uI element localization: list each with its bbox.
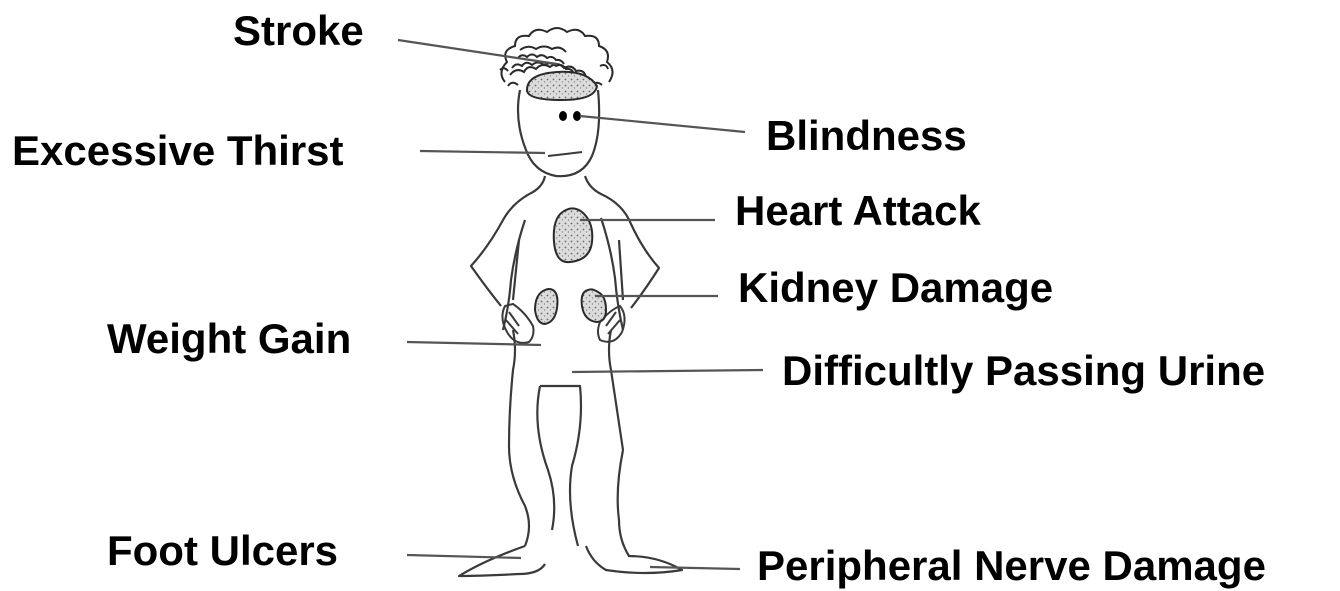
label-blindness: Blindness [766,115,967,157]
leader-stroke [398,40,557,64]
left-eye [559,111,567,121]
head [518,90,599,176]
label-weight-gain: Weight Gain [107,318,351,360]
leader-lines [398,40,763,569]
heart-organ [554,208,593,262]
label-peripheral-nerve-damage: Peripheral Nerve Damage [757,545,1266,587]
leader-blindness [580,116,745,132]
right-kidney [582,289,606,322]
label-foot-ulcers: Foot Ulcers [107,530,338,572]
brain [527,72,597,100]
label-kidney-damage: Kidney Damage [738,267,1053,309]
label-difficulty-passing-urine: Difficultly Passing Urine [782,350,1265,392]
right-eye [573,111,581,121]
label-stroke: Stroke [233,10,364,52]
left-kidney [535,289,558,324]
leader-foot-ulcers [407,555,521,558]
leader-nerve-damage [650,567,740,569]
label-excessive-thirst: Excessive Thirst [12,130,344,172]
leader-urine [572,370,763,372]
mouth [548,152,582,156]
label-heart-attack: Heart Attack [735,190,981,232]
